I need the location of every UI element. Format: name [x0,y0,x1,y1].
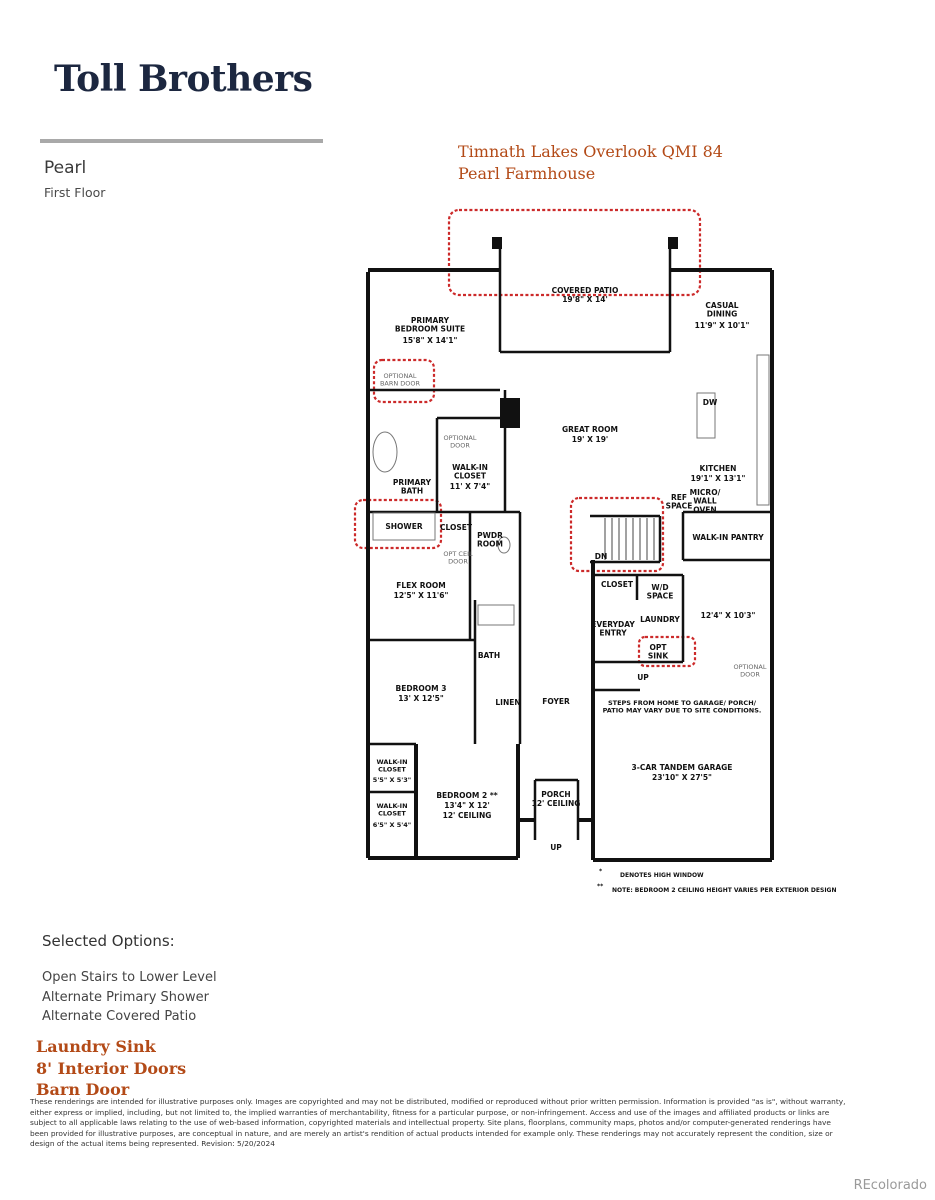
markup-covered-patio [447,208,702,297]
handwritten-option: 8' Interior Doors [36,1059,187,1078]
markup-opt-sink [637,635,697,668]
label-covered-patio-dim: 19'8" X 14' [562,295,608,304]
label-porch: PORCH [541,790,570,799]
label-up2: UP [550,843,562,852]
selected-option-item: Alternate Primary Shower [42,990,209,1005]
label-garage-dim: 23'10" X 27'5" [652,773,712,782]
label-foyer: FOYER [542,697,570,706]
label-linen: LINEN [495,698,520,707]
label-casual-dining-dim: 11'9" X 10'1" [695,321,750,330]
label-walk-in-closet-dim: 11' X 7'4" [450,482,490,491]
label-porch-ceiling: 12' CEILING [532,799,581,808]
label-flex-room: FLEX ROOM [396,581,445,590]
handwritten-option: Barn Door [36,1080,130,1099]
label-closet2: CLOSET [601,580,634,589]
label-walk-in-pantry: WALK-IN PANTRY [692,533,764,542]
label-bedroom3: BEDROOM 3 [396,684,447,693]
markup-barn-door [372,358,436,404]
label-closet: CLOSET [440,523,473,532]
label-walk-in-closet-b-dim: 6'5" X 5'4" [373,821,411,829]
handwritten-option: Laundry Sink [36,1037,156,1056]
label-great-room-dim: 19' X 19' [572,435,608,444]
selected-options-title: Selected Options: [42,932,175,950]
toll-brothers-logo: Toll Brothers [54,58,313,100]
note-bedroom2: NOTE: BEDROOM 2 CEILING HEIGHT VARIES PE… [612,887,837,894]
header-divider [40,139,323,143]
label-bedroom2: BEDROOM 2 ** [436,791,497,800]
recolorado-watermark: REcolorado [853,1178,927,1193]
label-kitchen: KITCHEN [700,464,737,473]
note-high-window: DENOTES HIGH WINDOW [620,872,704,879]
handwritten-community: Timnath Lakes Overlook QMI 84 [458,142,723,161]
label-bedroom2-dim: 13'4" X 12' [444,801,490,810]
markup-stairs [569,496,665,573]
label-shower: SHOWER [385,522,422,531]
label-bath: BATH [478,651,500,660]
selected-option-item: Open Stairs to Lower Level [42,970,217,985]
markup-shower [353,498,443,550]
plan-name: Pearl [44,158,87,178]
label-dw: DW [703,398,718,407]
label-flex-room-dim: 12'5" X 11'6" [394,591,449,600]
label-great-room: GREAT ROOM [562,425,618,434]
legal-disclaimer: These renderings are intended for illust… [30,1097,846,1149]
selected-option-item: Alternate Covered Patio [42,1009,197,1024]
floor-name: First Floor [44,185,106,200]
label-laundry: LAUNDRY [640,615,680,624]
label-up: UP [637,673,649,682]
label-covered-patio: COVERED PATIO [552,286,619,295]
label-steps-note: STEPS FROM HOME TO GARAGE/ PORCH/PATIO M… [603,699,762,714]
label-walk-in-closet-a-dim: 5'5" X 5'3" [373,776,411,784]
mark-dstar: ** [597,883,604,890]
label-kitchen-dim: 19'1" X 13'1" [691,474,746,483]
mark-star: * [599,868,603,875]
label-bedroom3-dim: 13' X 12'5" [398,694,444,703]
handwritten-plan-style: Pearl Farmhouse [458,164,596,183]
label-bedroom2-ceiling: 12' CEILING [443,811,492,820]
label-dn: DN [595,552,608,561]
label-garage-side-dim: 12'4" X 10'3" [701,611,756,620]
label-primary-suite-dim: 15'8" X 14'1" [403,336,458,345]
label-garage: 3-CAR TANDEM GARAGE [632,763,733,772]
